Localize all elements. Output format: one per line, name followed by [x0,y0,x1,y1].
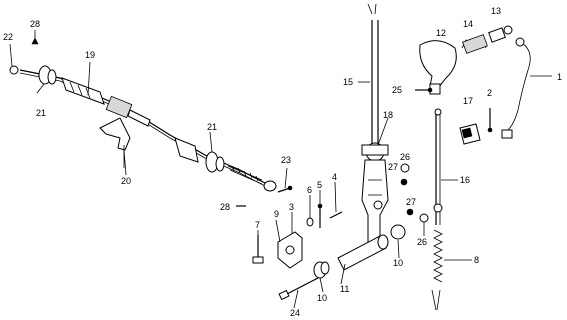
control-cable-assembly [9,30,277,192]
knob-button [488,27,506,43]
label-26a: 26 [400,152,410,162]
label-22: 22 [3,32,13,42]
label-24: 24 [290,308,300,318]
label-16: 16 [460,175,470,185]
nut-lower [419,213,429,223]
label-8: 8 [474,255,479,265]
label-1: 1 [557,72,562,82]
label-27b: 27 [406,197,416,207]
label-20: 20 [121,176,131,186]
label-28a: 28 [30,19,40,29]
label-4: 4 [332,172,337,182]
label-9: 9 [274,209,279,219]
label-10b: 10 [317,293,327,303]
cable-bracket [99,117,131,151]
label-6: 6 [307,185,312,195]
part-labels: 1 2 3 4 5 6 7 8 9 10 10 11 12 13 14 15 1… [3,6,562,318]
label-3: 3 [289,202,294,212]
nut-upper [400,163,410,173]
knob-spring [462,34,488,54]
cable-end-pin [9,65,19,75]
cable-grommet [105,95,133,119]
label-23: 23 [281,155,291,165]
label-5: 5 [317,180,322,190]
label-15: 15 [343,77,353,87]
return-spring [433,229,443,283]
label-17: 17 [463,96,473,106]
bushing-right [390,224,406,240]
cable-eye-end [263,180,277,192]
label-12: 12 [436,28,446,38]
leader-lines [9,43,552,309]
label-14: 14 [463,19,473,29]
label-18: 18 [383,110,393,120]
label-19: 19 [85,50,95,60]
label-26b: 26 [417,237,427,247]
label-10a: 10 [393,258,403,268]
label-21b: 21 [207,122,217,132]
shift-knob [419,40,457,89]
label-11: 11 [340,284,349,294]
knob-and-select-assembly [400,25,531,311]
label-27a: 27 [388,162,398,172]
indicator-wire [505,41,531,133]
label-28b: 28 [220,202,230,212]
label-13: 13 [491,6,501,16]
label-21a: 21 [36,108,46,118]
shift-lever-assembly [236,3,406,301]
label-7: 7 [255,220,260,230]
label-2: 2 [487,88,492,98]
label-25: 25 [392,85,402,95]
